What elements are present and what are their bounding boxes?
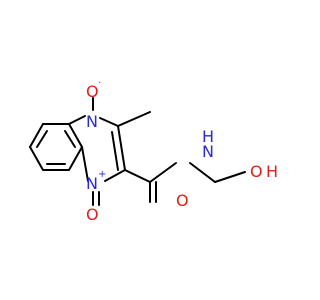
bond-inner-c4a-c8a — [64, 130, 76, 148]
atom-o-carbonyl: O — [176, 191, 189, 210]
bond-inner-c8-c7 — [36, 130, 48, 148]
bond-c3-c2 — [117, 125, 126, 171]
atom-n4: N — [86, 112, 98, 131]
bond-c2-carbonyl — [124, 169, 151, 183]
molecule-structure-drawing: N O · N + O O N H O H — [29, 78, 279, 224]
bond-c3-c2-inner — [111, 131, 119, 171]
atom-n-amide-h: H — [202, 127, 214, 146]
bond-c7-c6 — [29, 146, 44, 171]
atom-o-on-n4-radical: · — [98, 78, 101, 89]
atom-n1: N — [86, 174, 98, 193]
structure-svg: N O · N + O O N H O H — [29, 78, 278, 224]
atom-o-on-n4: O — [86, 82, 99, 101]
pyrazine-ring — [68, 115, 126, 182]
bond-n1-c4a — [81, 146, 89, 182]
bond-c5-c4a — [68, 146, 83, 171]
bond-c2-n1 — [104, 169, 126, 182]
bond-carbonyl-amide-n — [149, 162, 177, 183]
benzene-ring — [29, 123, 83, 171]
atom-n-amide: N — [202, 142, 214, 161]
bond-c8-c7 — [29, 123, 44, 148]
atom-o-hydroxyl-h: H — [266, 162, 278, 181]
atom-o-hydroxyl: O — [250, 162, 263, 181]
bond-c8a-n4 — [68, 115, 86, 125]
bond-c3-methyl — [117, 111, 151, 127]
atom-o-on-n1: O — [86, 205, 99, 224]
bond-amide-n-ch2 — [189, 162, 216, 183]
bond-ch2-hydroxyl — [214, 171, 246, 183]
bond-c4a-c8a — [68, 123, 83, 148]
bond-n4-c3 — [99, 117, 119, 127]
atom-n1-charge: + — [98, 169, 106, 180]
